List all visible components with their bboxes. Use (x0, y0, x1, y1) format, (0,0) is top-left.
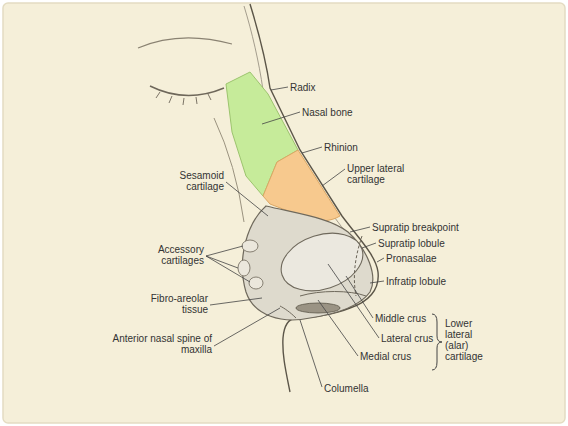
tip-dashed-line (354, 236, 362, 296)
background (3, 3, 565, 423)
lateral-crus-shape (274, 223, 371, 300)
part-label: Fibro-areolar tissue (142, 293, 208, 315)
part-label: Sesamoid cartilage (168, 170, 224, 192)
part-label: Infratip lobule (386, 276, 446, 287)
part-label: Pronasalae (386, 253, 437, 264)
part-label: Lower lateral (alar) cartilage (445, 318, 489, 362)
part-label: Middle crus (375, 313, 426, 324)
alar-lobule (242, 206, 372, 320)
leader-lines (206, 87, 384, 387)
eyebrow (138, 38, 232, 48)
nasal-spine (280, 306, 296, 318)
part-label: Rhinion (324, 142, 358, 153)
eyelashes (156, 92, 211, 105)
part-label: Supratip breakpoint (372, 222, 459, 233)
part-label: Upper lateral cartilage (347, 163, 409, 185)
skin-profile (250, 4, 378, 392)
part-label: Supratip lobule (378, 238, 445, 249)
accessory-cartilage (249, 277, 263, 289)
accessory-cartilage (238, 260, 250, 276)
part-label: Nasal bone (302, 107, 353, 118)
bracket (432, 314, 442, 370)
part-label: Accessory cartilages (148, 244, 204, 266)
part-label: Lateral crus (381, 333, 433, 344)
part-label: Medial crus (360, 351, 411, 362)
part-label: Columella (324, 383, 368, 394)
closed-eye (150, 86, 224, 96)
nostril (296, 303, 340, 313)
part-label: Radix (290, 82, 316, 93)
part-label: Anterior nasal spine of maxilla (112, 333, 212, 355)
accessory-cartilage (242, 240, 258, 252)
